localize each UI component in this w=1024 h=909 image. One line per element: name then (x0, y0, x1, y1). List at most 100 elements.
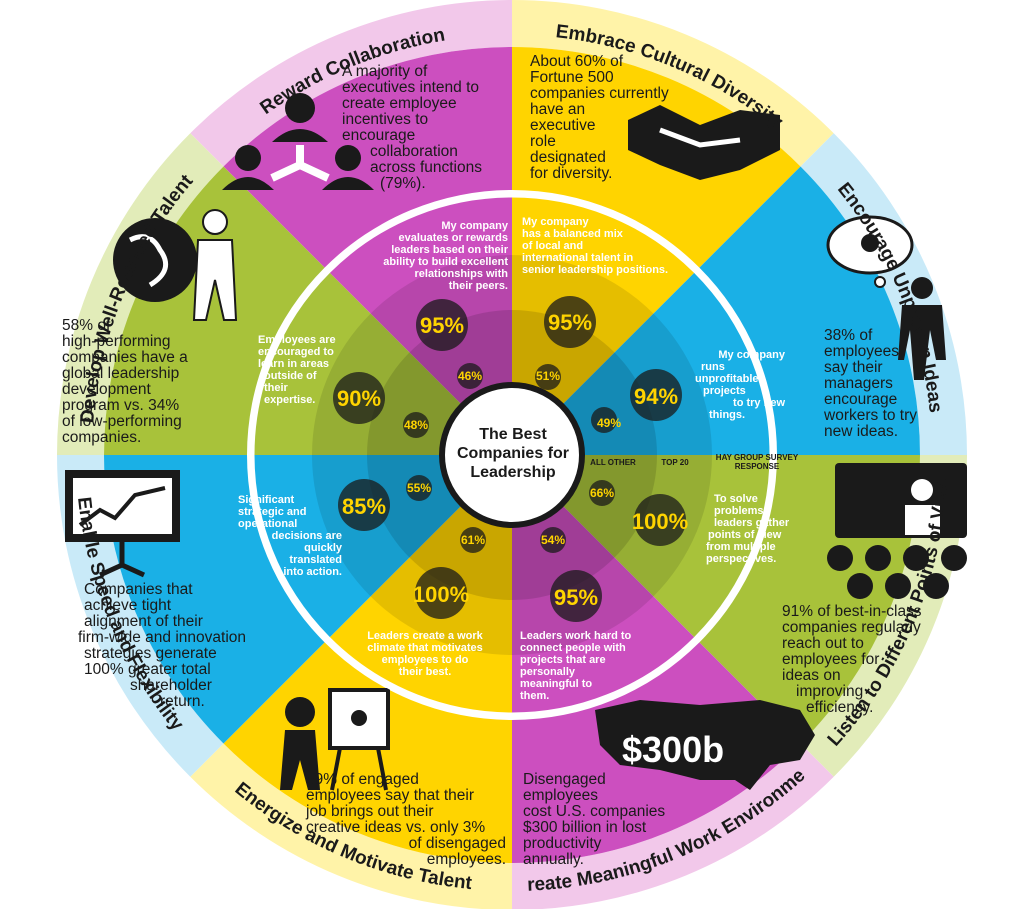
listen-text-line: companies regularly (782, 619, 921, 636)
stat-badges (333, 296, 686, 622)
unproven-statement-line: projects (703, 385, 746, 397)
listen-statement-line: perspectives. (706, 553, 777, 565)
speed-statement-line: translated (289, 554, 342, 566)
reward-collaboration-text: A majority of executives intend to creat… (342, 64, 482, 192)
listen-statement-line: points of view (708, 529, 782, 541)
energize-text-line: creative ideas vs. only 3% (306, 819, 486, 836)
meaningful-statement-line: Leaders work hard to (520, 630, 632, 642)
stat-badge-circle (460, 527, 486, 553)
stat-badge-circle (540, 527, 566, 553)
stat-badge-circle (403, 412, 429, 438)
reward-statement-line: relationships with (414, 268, 508, 280)
reward-top20-percent: 95% (419, 313, 465, 338)
develop-text-line: program vs. 34% (62, 397, 180, 414)
center-title-line-1: The Best (479, 426, 547, 443)
meaningful-text-line: productivity (523, 835, 602, 852)
column-label-all-other: ALL OTHER (590, 458, 636, 467)
meaningful-top20-percent: 95% (553, 585, 599, 610)
diversity-inner-sector (512, 197, 695, 455)
develop-text-line: companies. (62, 429, 142, 446)
develop-other-percent: 48% (403, 418, 429, 432)
reward-text-line: across functions (370, 159, 482, 176)
meaningful-other-percent: 54% (540, 533, 566, 547)
meaningful-statement-line: meaningful to (520, 678, 593, 690)
stat-badge-circle (634, 494, 686, 546)
listen-text-line: reach out to (782, 635, 864, 652)
reward-statement-line: evaluates or rewards (398, 232, 508, 244)
reward-survey-statement: My company evaluates or rewards leaders … (368, 220, 508, 292)
cultural-diversity-text: About 60% of Fortune 500 companies curre… (530, 54, 669, 182)
listen-text-line: employees for (782, 651, 880, 668)
energize-top20-percent: 100% (412, 582, 470, 607)
energize-text-line: employees say that their (306, 787, 475, 804)
unproven-text-line: encourage (824, 391, 898, 408)
stat-badge-circle (333, 372, 385, 424)
energize-statement-line: climate that motivates (367, 642, 483, 654)
diversity-text-line: for diversity. (530, 165, 613, 182)
reward-text-line: executives intend to (342, 79, 480, 96)
unproven-survey-statement: My company runs unprofitable projects to… (695, 349, 785, 421)
stat-badge-circle (630, 369, 682, 421)
energize-text-line: employees. (426, 851, 506, 868)
unproven-text-line: workers to try (824, 407, 918, 424)
diversity-statement-line: My company (522, 216, 589, 228)
develop-outer-sector (104, 166, 325, 455)
diversity-text-line: designated (530, 149, 606, 166)
reward-outer-sector (223, 47, 512, 268)
handshake-icon (628, 105, 780, 180)
unproven-title-band (800, 133, 967, 455)
speed-statement-line: operational (238, 518, 298, 530)
unproven-statement-line: things. (709, 409, 746, 421)
listen-text-line: efficiency. (806, 699, 874, 716)
diversity-text-line: have an (530, 101, 586, 118)
develop-statement-line: expertise. (264, 394, 316, 406)
meaningful-statement-line: projects that are (520, 654, 606, 666)
develop-title-band (57, 133, 224, 455)
meaningful-statement-line: connect people with (520, 642, 626, 654)
stat-badge-circle (415, 567, 467, 619)
listen-survey-statement: To solve problems, leaders gather points… (700, 493, 789, 565)
meaningful-text-line: $300 billion in lost (523, 819, 647, 836)
reward-other-percent: 46% (457, 369, 483, 383)
reward-text-line: incentives to (342, 111, 429, 128)
meaningful-text-line: Disengaged (523, 771, 606, 788)
growth-chart-board-icon (65, 470, 180, 578)
center-title-line-2: Companies for (456, 445, 569, 462)
listen-text-line: ideas on (782, 667, 841, 684)
energize-text-line: 59% of engaged (306, 771, 419, 788)
diversity-text-line: role (530, 133, 556, 150)
reward-text-line: (79%). (380, 175, 426, 192)
diversity-statement-line: senior leadership positions. (522, 264, 669, 276)
energize-talent-text: 59% of engaged employees say that their … (306, 772, 506, 868)
speed-text-line: return. (160, 693, 205, 710)
unproven-text-line: new ideas. (824, 423, 899, 440)
energize-statement-line: employees to do (381, 654, 469, 666)
meaningful-statement-line: them. (520, 690, 550, 702)
stat-badge-circle (550, 570, 602, 622)
develop-inner-sector (254, 272, 512, 455)
develop-text-line: companies have a (62, 349, 188, 366)
stat-badge-circle (457, 363, 483, 389)
develop-text-line: development (62, 381, 151, 398)
different-views-text: 91% of best-in-class companies regularly… (782, 604, 922, 716)
unproven-statement-line: to try new (733, 397, 785, 409)
reward-statement-line: leaders based on their (391, 244, 508, 256)
column-label-hay-group: HAY GROUP SURVEY RESPONSE (712, 453, 802, 471)
speed-statement-line: into action. (283, 566, 342, 578)
listen-statement-line: from multiple (706, 541, 776, 553)
idea-person-icon (826, 215, 946, 380)
column-label-hay-line-1: HAY GROUP SURVEY (715, 453, 799, 462)
presenter-easel-icon (280, 688, 390, 791)
diversity-other-percent: 51% (535, 369, 561, 383)
energize-text-line: job brings out their (306, 803, 434, 820)
listen-other-percent: 66% (589, 486, 615, 500)
energize-text-line: of disengaged (408, 835, 506, 852)
speed-text-line: strategies generate (84, 645, 217, 662)
energize-other-percent: 61% (460, 533, 486, 547)
listen-statement-line: leaders gather (714, 517, 790, 529)
meaningful-statement-line: personally (520, 666, 576, 678)
stat-badge-circle (416, 299, 468, 351)
inner-sectors (247, 190, 777, 720)
center-title: The Best Companies for Leadership (452, 425, 574, 482)
